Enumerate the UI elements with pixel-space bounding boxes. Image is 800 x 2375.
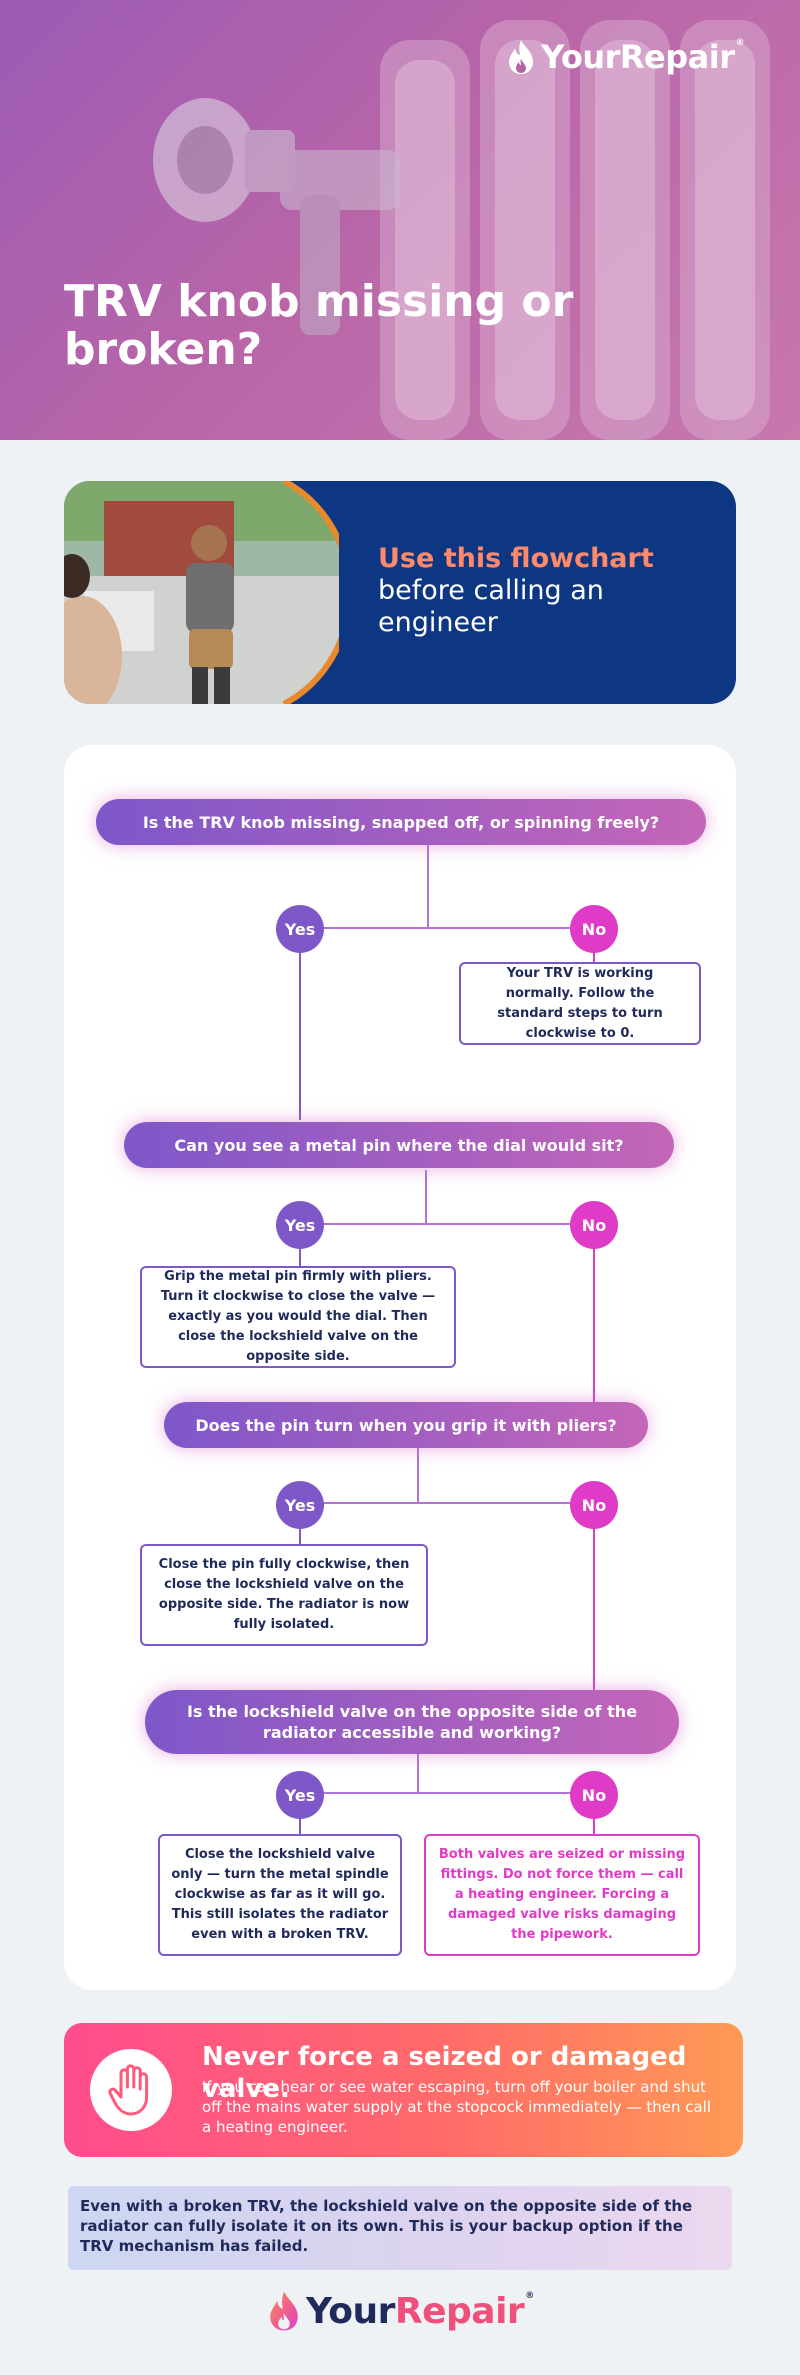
warning-callout: Never force a seized or damaged valve. I… bbox=[64, 2023, 743, 2157]
brand-reg-mark: ® bbox=[735, 38, 745, 48]
footer-brand-reg-mark: ® bbox=[525, 2290, 534, 2301]
question-pin-turns: Does the pin turn when you grip it with … bbox=[164, 1402, 648, 1448]
warning-title: Never force a seized or damaged valve. bbox=[202, 2042, 687, 2104]
banner-accent-line: Use this flowchart bbox=[378, 543, 654, 574]
backup-option-note-text: Even with a broken TRV, the lockshield v… bbox=[80, 2197, 693, 2255]
no-pill-q3: No bbox=[570, 1481, 618, 1529]
banner-text: Use this flowchart before calling an eng… bbox=[378, 543, 708, 639]
radiator-valve-illustration bbox=[153, 20, 770, 440]
result-close-pin-fully: Close the pin fully clockwise, then clos… bbox=[140, 1544, 428, 1646]
flowchart-banner: Use this flowchart before calling an eng… bbox=[64, 481, 736, 704]
question-metal-pin-visible: Can you see a metal pin where the dial w… bbox=[124, 1122, 674, 1168]
result-call-heating-engineer: Both valves are seized or missing fittin… bbox=[424, 1834, 700, 1956]
footer-brand-name-part2: Repair bbox=[394, 2290, 525, 2332]
banner-second-line: before calling an engineer bbox=[378, 575, 604, 638]
result-close-pin-fully-text: Close the pin fully clockwise, then clos… bbox=[158, 1557, 410, 1632]
yes-pill-q1: Yes bbox=[276, 905, 324, 953]
yes-pill-q4: Yes bbox=[276, 1771, 324, 1819]
result-close-lockshield-only-text: Close the lockshield valve only — turn t… bbox=[171, 1847, 389, 1942]
question-metal-pin-visible-text: Can you see a metal pin where the dial w… bbox=[174, 1135, 624, 1155]
brand-name-part1: Your bbox=[541, 38, 620, 76]
no-pill-q1: No bbox=[570, 905, 618, 953]
result-grip-pin-with-pliers: Grip the metal pin firmly with pliers. T… bbox=[140, 1266, 456, 1368]
flame-icon bbox=[270, 2291, 298, 2331]
footer-brand-name-part1: Your bbox=[306, 2290, 395, 2332]
warning-body: If you can hear or see water escaping, t… bbox=[202, 2078, 712, 2136]
brand-name-part2: Repair bbox=[619, 38, 735, 76]
question-knob-missing: Is the TRV knob missing, snapped off, or… bbox=[96, 799, 706, 845]
question-lockshield-accessible: Is the lockshield valve on the opposite … bbox=[145, 1690, 679, 1754]
brand-logo[interactable]: YourRepair® bbox=[507, 38, 744, 76]
yes-pill-q2: Yes bbox=[276, 1201, 324, 1249]
question-knob-missing-text: Is the TRV knob missing, snapped off, or… bbox=[142, 812, 660, 832]
flame-icon bbox=[509, 40, 534, 74]
result-close-lockshield-only: Close the lockshield valve only — turn t… bbox=[158, 1834, 402, 1956]
hero-header: YourRepair® TRV knob missing or broken? bbox=[0, 0, 800, 440]
result-call-heating-engineer-text: Both valves are seized or missing fittin… bbox=[438, 1847, 686, 1942]
footer-brand-logo[interactable]: YourRepair® bbox=[268, 2290, 534, 2332]
question-lockshield-accessible-text: Is the lockshield valve on the opposite … bbox=[186, 1702, 638, 1742]
question-pin-turns-text: Does the pin turn when you grip it with … bbox=[195, 1415, 617, 1435]
result-grip-pin-with-pliers-text: Grip the metal pin firmly with pliers. T… bbox=[160, 1269, 436, 1364]
stop-hand-icon bbox=[90, 2049, 172, 2131]
engineer-photo-illustration bbox=[64, 481, 339, 704]
result-trv-working-normally-text: Your TRV is working normally. Follow the… bbox=[497, 965, 663, 1041]
page-title: TRV knob missing or broken? bbox=[64, 276, 574, 375]
result-trv-working-normally: Your TRV is working normally. Follow the… bbox=[459, 962, 701, 1045]
no-pill-q4: No bbox=[570, 1771, 618, 1819]
no-pill-q2: No bbox=[570, 1201, 618, 1249]
yes-pill-q3: Yes bbox=[276, 1481, 324, 1529]
backup-option-note: Even with a broken TRV, the lockshield v… bbox=[68, 2186, 732, 2270]
